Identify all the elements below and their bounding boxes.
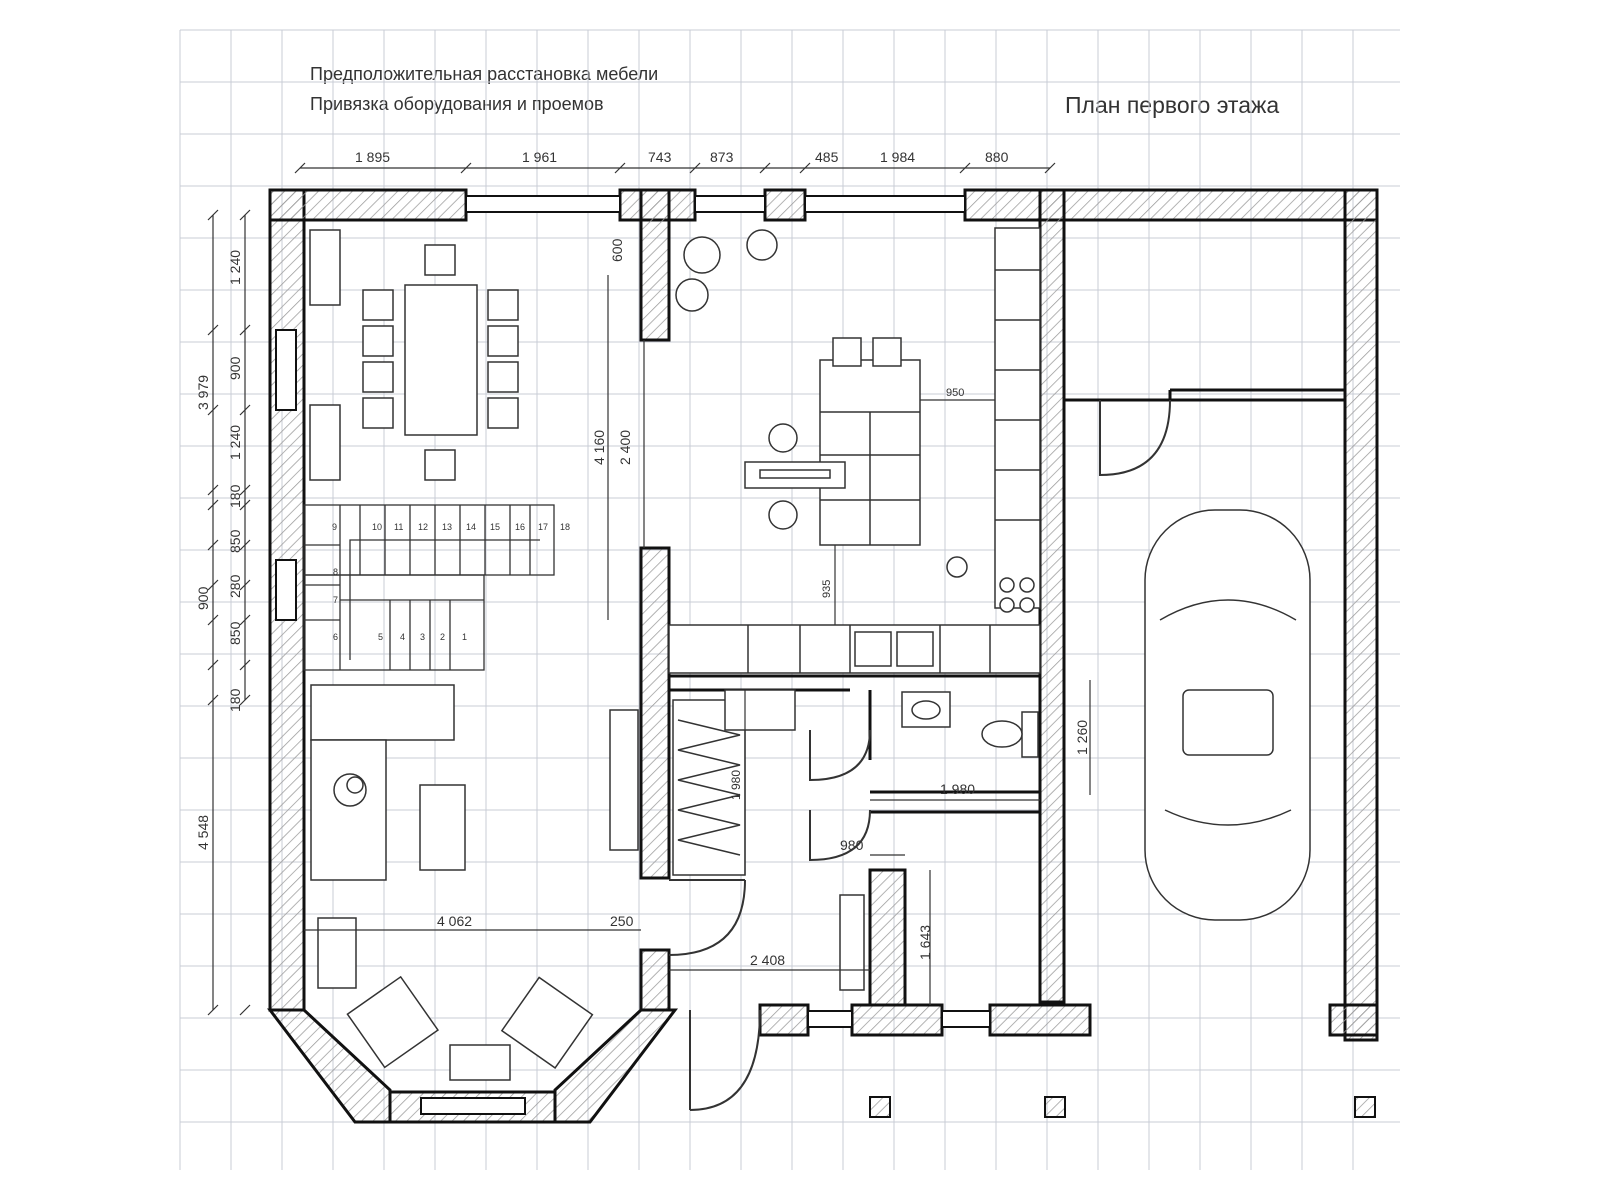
- wall-bottom-3: [988, 1003, 1092, 1037]
- dim-left-inner-3: 1 240: [227, 425, 243, 460]
- coffee-table: [419, 784, 466, 871]
- dim-left-inner-7: 850: [227, 621, 243, 645]
- stair-step-number: 16: [515, 522, 525, 532]
- dim-top-3: 743: [648, 149, 672, 165]
- stair-step-number: 13: [442, 522, 452, 532]
- dim-top-6: 1 984: [880, 149, 915, 165]
- toilet-tank: [1021, 711, 1039, 758]
- dim-935: 935: [821, 580, 833, 598]
- dim-left-inner-5: 850: [227, 529, 243, 553]
- dim-4160: 4 160: [591, 430, 607, 465]
- armchair-right: [500, 976, 594, 1070]
- doors: [668, 399, 1171, 1111]
- dim-950: 950: [946, 387, 964, 399]
- stair-step-number: 18: [560, 522, 570, 532]
- dimension-labels: 1 895 1 961 743 873 485 1 984 880 3 979 …: [195, 149, 1090, 968]
- dim-1260: 1 260: [1074, 720, 1090, 755]
- boiler: [839, 894, 865, 991]
- dim-left-inner-4: 180: [227, 484, 243, 508]
- dim-980: 980: [840, 837, 864, 853]
- dining-table: [404, 284, 478, 436]
- stair-step-number: 9: [332, 522, 337, 532]
- dim-1980-horizontal: 1 980: [940, 781, 975, 797]
- dim-2400: 2 400: [617, 430, 633, 465]
- dim-left-outer-3: 4 548: [195, 815, 211, 850]
- stair-step-number: 14: [466, 522, 476, 532]
- wall-garage-partition: [1038, 188, 1066, 1004]
- interior-walls: [669, 388, 1345, 1007]
- wall-bay-right: [553, 1008, 679, 1124]
- wall-top-3: [763, 188, 807, 222]
- plan-title: План первого этажа: [1065, 92, 1280, 118]
- stair-step-number: 12: [418, 522, 428, 532]
- stair-step-number: 10: [372, 522, 382, 532]
- dim-left-inner-2: 900: [227, 356, 243, 380]
- wall-bottom-4: [1328, 1003, 1379, 1037]
- furniture: [309, 227, 1311, 1081]
- dimension-lines: [212, 167, 1091, 1010]
- ottoman: [449, 1044, 511, 1081]
- dim-4062: 4 062: [437, 913, 472, 929]
- dim-2408: 2 408: [750, 952, 785, 968]
- wall-center-lower: [639, 948, 671, 1012]
- stair-step-number: 2: [440, 632, 445, 642]
- stair-step-number: 4: [400, 632, 405, 642]
- sideboard-1: [309, 229, 341, 306]
- wall-bottom-2: [850, 1003, 944, 1037]
- dim-left-inner-1: 1 240: [227, 250, 243, 285]
- wall-right: [1343, 188, 1379, 1042]
- windows: [275, 195, 991, 1115]
- wall-top-4: [963, 188, 1379, 222]
- dim-left-outer-2: 900: [195, 586, 211, 610]
- stair-step-number: 17: [538, 522, 548, 532]
- dim-top-4: 873: [710, 149, 734, 165]
- stair-step-number: 6: [333, 632, 338, 642]
- dim-600: 600: [609, 238, 625, 262]
- dim-left-outer-1: 3 979: [195, 375, 211, 410]
- staircase: [303, 504, 555, 671]
- dim-1643: 1 643: [917, 925, 933, 960]
- wall-center-bottom: [639, 546, 671, 880]
- wall-top-1: [268, 188, 468, 222]
- stair-step-number: 11: [394, 522, 403, 532]
- dim-top-5: 485: [815, 149, 839, 165]
- note-equipment-openings: Привязка оборудования и проемов: [310, 94, 604, 114]
- tv-stand: [609, 709, 639, 851]
- wall-bottom-1: [758, 1003, 810, 1037]
- dim-top-7: 880: [985, 149, 1009, 165]
- dimension-ticks: [207, 162, 1056, 1016]
- stair-step-number: 8: [333, 567, 338, 577]
- sideboard-2: [309, 404, 341, 481]
- stair-step-number: 15: [490, 522, 500, 532]
- stair-step-numbers: 9 10 11 12 13 14 15 16 17 18 8 7 6 5 4 3 2 1: [332, 522, 570, 642]
- column: [868, 868, 907, 1007]
- stair-step-number: 5: [378, 632, 383, 642]
- note-furniture-layout: Предположительная расстановка мебели: [310, 64, 659, 84]
- stair-step-number: 1: [462, 632, 467, 642]
- armchair-left: [346, 975, 440, 1069]
- dim-top-2: 1 961: [522, 149, 557, 165]
- wall-center-top: [639, 188, 671, 342]
- stair-step-number: 3: [420, 632, 425, 642]
- dim-1980-vertical: 1 980: [729, 770, 743, 800]
- stair-step-number: 7: [333, 595, 338, 605]
- dim-left-inner-8: 180: [227, 688, 243, 712]
- dim-top-1: 1 895: [355, 149, 390, 165]
- sofa: [310, 684, 455, 741]
- sink: [901, 691, 951, 728]
- porch-posts: [869, 1096, 1376, 1118]
- dim-250: 250: [610, 913, 634, 929]
- dim-left-inner-6: 280: [227, 574, 243, 598]
